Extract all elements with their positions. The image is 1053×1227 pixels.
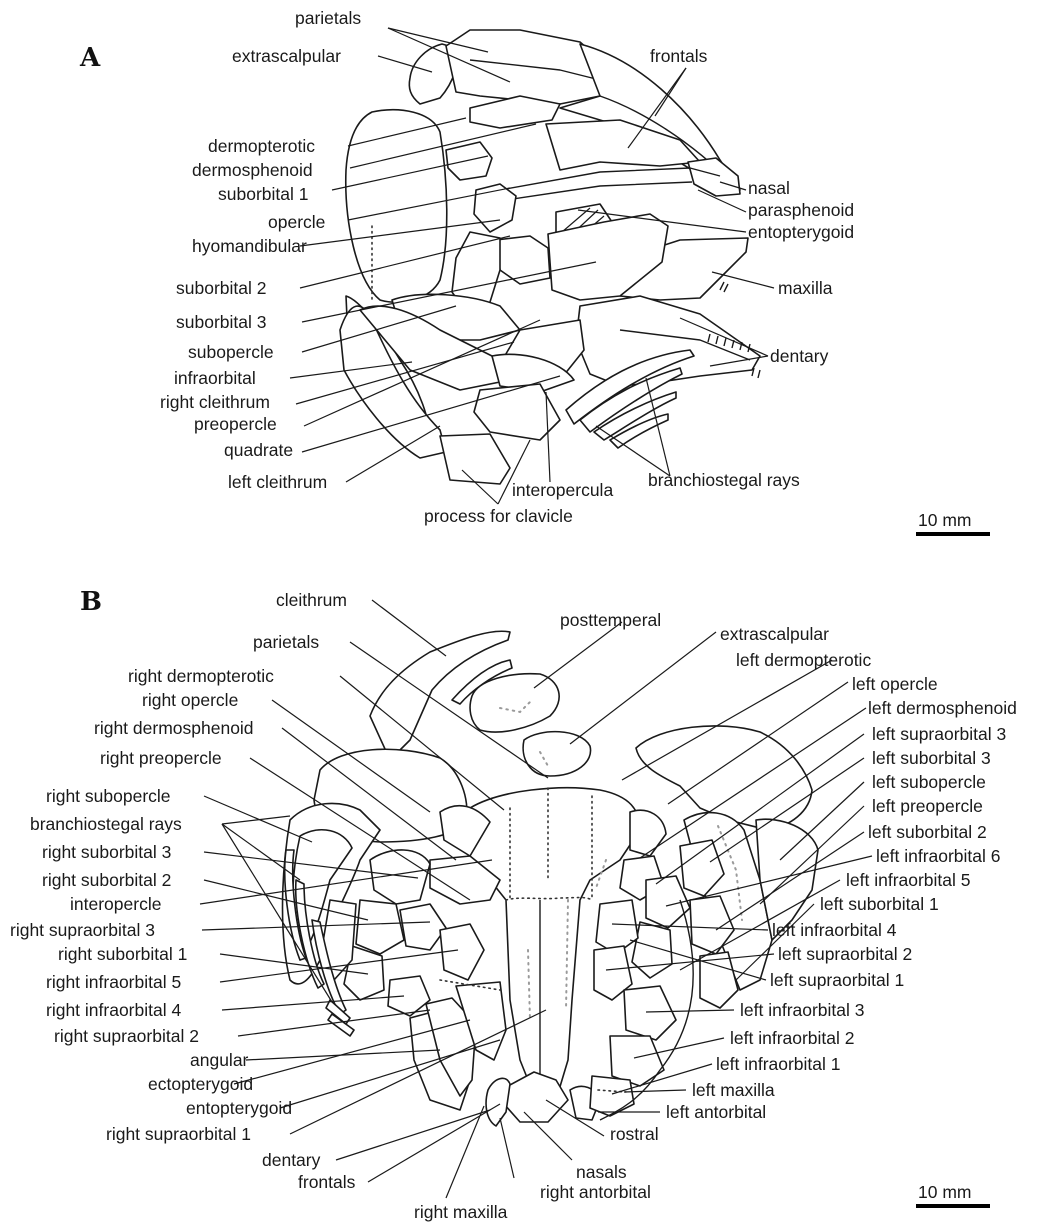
b-label-right-supraorbital2: right supraorbital 2 [54, 1026, 199, 1046]
panel-b-letter: B [80, 587, 102, 617]
b-label-left-infraorbital2: left infraorbital 2 [730, 1028, 855, 1048]
a-label-suborbital1: suborbital 1 [218, 184, 308, 204]
panel-a: A [79, 8, 990, 534]
a-parasphenoid-bone [500, 168, 720, 190]
b-label-left-infraorbital6: left infraorbital 6 [876, 846, 1001, 866]
b-right-infraorbital4-bone [388, 976, 430, 1016]
a-label-left-cleithrum: left cleithrum [228, 472, 327, 492]
b-label-left-suborbital1: left suborbital 1 [820, 894, 939, 914]
b-label-right-dermosphenoid: right dermosphenoid [94, 718, 254, 738]
a-label-extrascalpular: extrascalpular [232, 46, 341, 66]
b-label-left-infraorbital5: left infraorbital 5 [846, 870, 971, 890]
a-label-maxilla: maxilla [778, 278, 833, 298]
a-label-branchiostegal-rays: branchiostegal rays [648, 470, 800, 490]
panel-b-drawing [283, 631, 819, 1126]
a-label-entopterygoid: entopterygoid [748, 222, 854, 242]
b-label-right-infraorbital5: right infraorbital 5 [46, 972, 181, 992]
b-label-right-dermopterotic: right dermopterotic [128, 666, 274, 686]
b-left-dermopterotic-bone [630, 810, 666, 856]
b-left-infraorbital1-bone [590, 1076, 634, 1116]
a-label-subopercle: subopercle [188, 342, 274, 362]
b-label-parietals: parietals [253, 632, 319, 652]
a-nasal-bone [688, 158, 740, 196]
a-label-dentary: dentary [770, 346, 829, 366]
b-label-left-maxilla: left maxilla [692, 1080, 775, 1100]
b-left-infraorbital3-bone [624, 986, 676, 1040]
b-label-right-antorbital: right antorbital [540, 1182, 651, 1202]
a-label-parasphenoid: parasphenoid [748, 200, 854, 220]
b-right-suborbital2-bone [356, 900, 404, 954]
a-suborbital1-bone [446, 142, 492, 180]
b-label-right-suborbital1: right suborbital 1 [58, 944, 187, 964]
a-label-suborbital3: suborbital 3 [176, 312, 266, 332]
b-label-left-supraorbital1: left supraorbital 1 [770, 970, 904, 990]
b-label-frontals: frontals [298, 1172, 356, 1192]
b-label-left-subopercle: left subopercle [872, 772, 986, 792]
panel-a-scale: 10 mm [916, 510, 990, 534]
a-label-infraorbital: infraorbital [174, 368, 256, 388]
b-right-supraorbital3-bone [400, 904, 446, 950]
b-label-nasals: nasals [576, 1162, 627, 1182]
b-label-dentary: dentary [262, 1150, 321, 1170]
b-label-posttemperal: posttemperal [560, 610, 661, 630]
a-label-process-for-clavicle: process for clavicle [424, 506, 573, 526]
b-label-right-suborbital2: right suborbital 2 [42, 870, 171, 890]
b-label-right-suborbital3: right suborbital 3 [42, 842, 171, 862]
a-label-nasal: nasal [748, 178, 790, 198]
a-label-interopercula: interopercula [512, 480, 613, 500]
b-label-angular: angular [190, 1050, 249, 1070]
panel-a-letter: A [79, 43, 101, 73]
a-scale-label: 10 mm [918, 510, 971, 530]
b-label-interopercle: interopercle [70, 894, 161, 914]
b-label-right-supraorbital1: right supraorbital 1 [106, 1124, 251, 1144]
a-process-bone [440, 434, 510, 484]
a-label-right-cleithrum: right cleithrum [160, 392, 270, 412]
b-label-rostral: rostral [610, 1124, 659, 1144]
a-label-frontals: frontals [650, 46, 708, 66]
b-label-ectopterygoid: ectopterygoid [148, 1074, 253, 1094]
b-antorbital-right [486, 1078, 510, 1126]
a-label-dermosphenoid: dermosphenoid [192, 160, 313, 180]
b-scale-label: 10 mm [918, 1182, 971, 1202]
b-label-left-antorbital: left antorbital [666, 1102, 766, 1122]
b-label-left-dermopterotic: left dermopterotic [736, 650, 871, 670]
panel-b: B [10, 587, 1017, 1222]
b-label-left-suborbital3: left suborbital 3 [872, 748, 991, 768]
b-label-branchiostegal-rays: branchiostegal rays [30, 814, 182, 834]
b-label-right-subopercle: right subopercle [46, 786, 171, 806]
b-left-infraorbital4-bone [596, 900, 638, 954]
b-label-left-infraorbital3: left infraorbital 3 [740, 1000, 865, 1020]
b-label-right-opercle: right opercle [142, 690, 238, 710]
b-label-right-supraorbital3: right supraorbital 3 [10, 920, 155, 940]
b-label-right-preopercle: right preopercle [100, 748, 222, 768]
a-label-opercle: opercle [268, 212, 325, 232]
panel-b-scale: 10 mm [916, 1182, 990, 1206]
b-label-left-supraorbital3: left supraorbital 3 [872, 724, 1006, 744]
b-label-right-maxilla: right maxilla [414, 1202, 508, 1222]
b-label-left-dermosphenoid: left dermosphenoid [868, 698, 1017, 718]
b-label-left-supraorbital2: left supraorbital 2 [778, 944, 912, 964]
b-extrascalpular-bone [523, 732, 590, 776]
panel-a-drawing [340, 30, 760, 484]
b-label-entopterygoid: entopterygoid [186, 1098, 292, 1118]
a-label-parietals: parietals [295, 8, 361, 28]
b-label-left-suborbital2: left suborbital 2 [868, 822, 987, 842]
a-label-suborbital2: suborbital 2 [176, 278, 266, 298]
b-label-left-infraorbital4: left infraorbital 4 [772, 920, 897, 940]
b-label-left-preopercle: left preopercle [872, 796, 983, 816]
a-label-dermopterotic: dermopterotic [208, 136, 315, 156]
b-label-left-infraorbital1: left infraorbital 1 [716, 1054, 841, 1074]
a-label-preopercle: preopercle [194, 414, 277, 434]
b-label-left-opercle: left opercle [852, 674, 938, 694]
b-label-extrascalpular: extrascalpular [720, 624, 829, 644]
a-label-quadrate: quadrate [224, 440, 293, 460]
b-label-cleithrum: cleithrum [276, 590, 347, 610]
a-label-hyomandibular: hyomandibular [192, 236, 307, 256]
b-label-right-infraorbital4: right infraorbital 4 [46, 1000, 181, 1020]
